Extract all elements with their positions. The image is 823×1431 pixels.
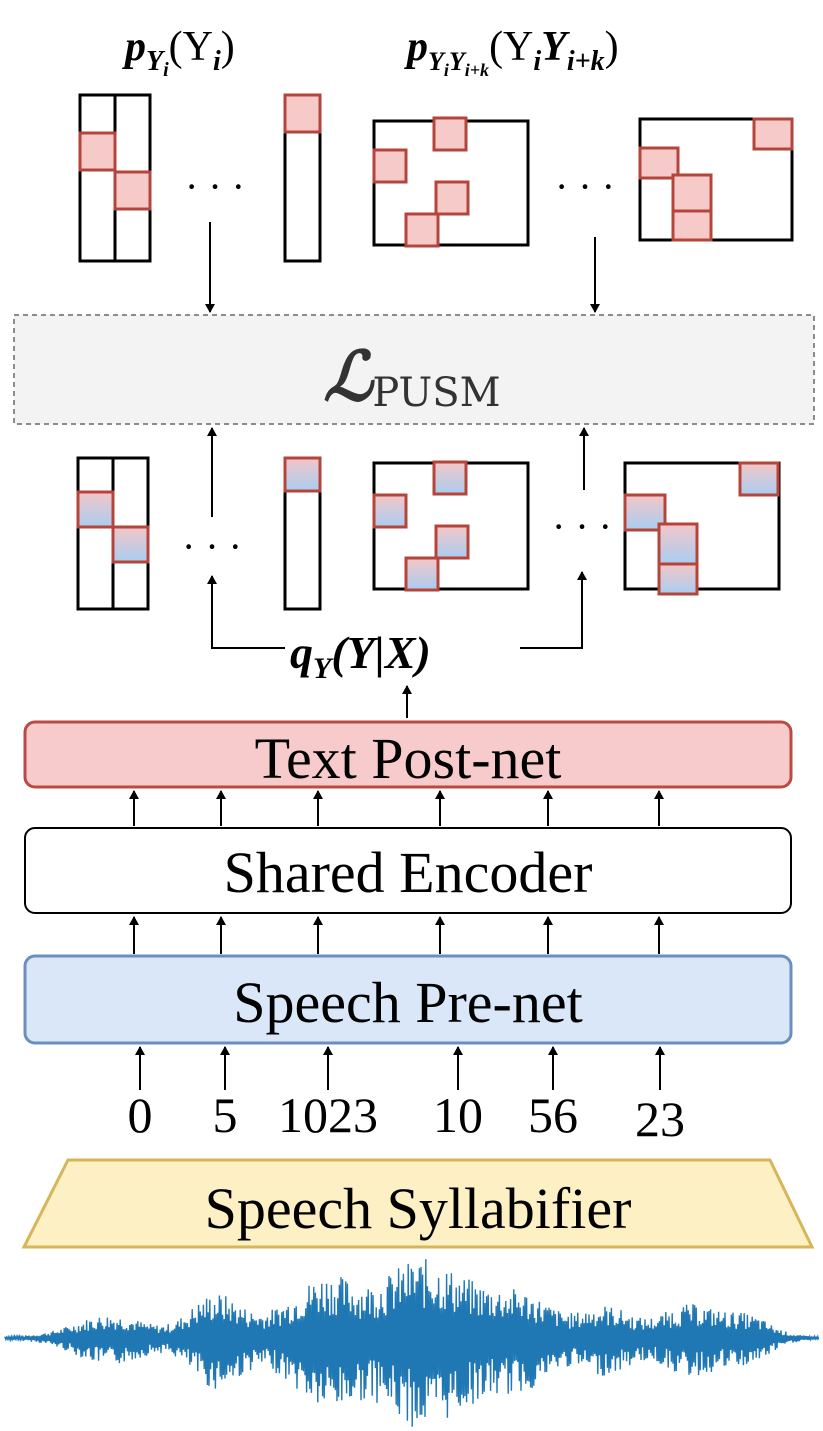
- predicted-cell: [434, 524, 470, 560]
- arrow-q-to-marginal: [207, 575, 285, 649]
- ellipsis: · · ·: [182, 524, 242, 569]
- target-cell: [671, 173, 713, 213]
- token-label: 23: [635, 1091, 685, 1147]
- target-joint-distributions: · · ·: [372, 116, 794, 248]
- target-cell: [638, 146, 680, 180]
- token-label: 5: [213, 1087, 238, 1143]
- loss-label: ℒPUSM: [323, 339, 500, 416]
- speech-prenet-label: Speech Pre-net: [233, 970, 582, 1035]
- target-cell: [404, 212, 440, 248]
- text-postnet-block: [23, 720, 793, 789]
- token-labels: 0 5 1023 10 56 23: [128, 1087, 686, 1147]
- text-postnet-label: Text Post-net: [255, 726, 562, 791]
- token-label: 1023: [278, 1087, 378, 1143]
- predicted-cell: [76, 490, 115, 529]
- marginal-column: [76, 456, 115, 611]
- arrows-encoder-to-postnet: [129, 790, 664, 826]
- predicted-cell: [283, 456, 322, 493]
- predicted-cell: [657, 522, 699, 566]
- target-cell: [372, 148, 408, 184]
- predicted-marginal-distributions: · · ·: [76, 456, 322, 611]
- predicted-cell: [432, 460, 468, 496]
- predicted-cell: [404, 556, 440, 592]
- loss-box: [13, 314, 815, 425]
- speech-syllabifier-block: [21, 1158, 815, 1249]
- token-label: 0: [128, 1087, 153, 1143]
- ellipsis: · · ·: [555, 164, 615, 209]
- ellipsis: · · ·: [185, 164, 245, 209]
- target-cell: [113, 170, 152, 211]
- arrow-q-to-joint: [520, 571, 587, 649]
- ellipsis: · · ·: [552, 504, 612, 549]
- speech-waveform: [4, 1259, 820, 1427]
- target-cell: [283, 93, 322, 134]
- target-marginal-distributions: · · ·: [78, 93, 322, 263]
- target-cell: [78, 131, 117, 172]
- shared-encoder-block: [24, 827, 792, 914]
- arrows-prenet-to-encoder: [129, 916, 664, 954]
- token-label: 10: [433, 1087, 483, 1143]
- formula-p-marginal: pYi(Yi): [122, 24, 235, 81]
- formula-p-joint: pYiYi+k(YiYi+k): [404, 24, 619, 80]
- waveform-path: [4, 1259, 820, 1427]
- formula-q: qY(Y|X): [290, 627, 431, 685]
- predicted-joint-distributions: · · ·: [372, 460, 781, 596]
- speech-syllabifier-label: Speech Syllabifier: [205, 1176, 632, 1241]
- target-cell: [432, 116, 468, 152]
- predicted-cell: [111, 525, 150, 564]
- token-label: 56: [528, 1087, 578, 1143]
- speech-prenet-block: [23, 954, 793, 1045]
- predicted-cell: [372, 493, 408, 529]
- shared-encoder-label: Shared Encoder: [224, 840, 593, 905]
- target-cell: [671, 209, 713, 242]
- predicted-cell: [738, 461, 780, 497]
- target-cell: [434, 180, 470, 216]
- arrows-tokens-to-prenet: [135, 1046, 665, 1090]
- target-cell: [752, 117, 794, 151]
- marginal-column: [78, 93, 117, 263]
- predicted-cell: [657, 562, 699, 596]
